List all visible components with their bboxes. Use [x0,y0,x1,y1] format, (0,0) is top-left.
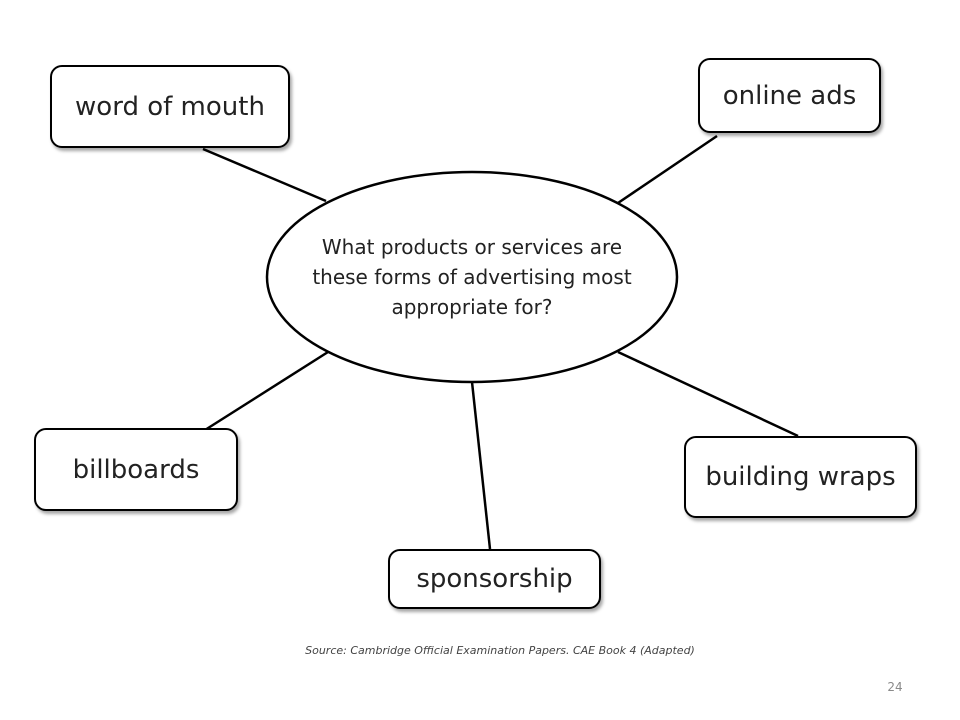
node-label: billboards [72,454,200,485]
node-building-wraps: building wraps [684,436,917,518]
node-sponsorship: sponsorship [388,549,601,609]
center-question: What products or services are these form… [267,172,677,382]
page-number: 24 [887,680,903,694]
node-label: online ads [722,80,857,111]
connector-building-wraps [617,350,799,438]
center-question-text: What products or services are these form… [312,235,632,319]
node-label: sponsorship [416,564,573,594]
connector-billboards [204,350,329,432]
source-citation: Source: Cambridge Official Examination P… [305,644,695,657]
node-online-ads: online ads [698,58,881,133]
node-label: word of mouth [75,91,265,122]
center-ellipse [265,170,679,384]
node-billboards: billboards [34,428,238,511]
connector-sponsorship [470,381,492,550]
node-label: building wraps [705,462,896,492]
node-word-of-mouth: word of mouth [50,65,290,148]
connector-online-ads [617,134,718,205]
connector-word-of-mouth [202,147,327,203]
